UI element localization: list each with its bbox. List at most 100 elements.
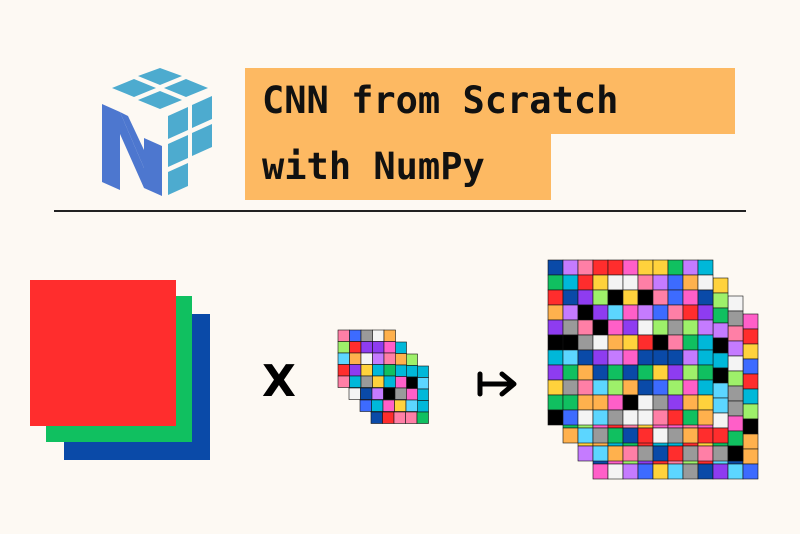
output-cell xyxy=(592,379,609,396)
output-cell xyxy=(742,313,759,330)
filter-cell xyxy=(383,375,396,388)
output-cell xyxy=(637,349,654,366)
output-cell xyxy=(652,289,669,306)
output-cell xyxy=(652,409,669,426)
output-cell xyxy=(592,394,609,411)
output-cell xyxy=(682,259,699,276)
output-cell xyxy=(652,259,669,276)
input-channel-red xyxy=(30,280,176,426)
output-cell xyxy=(697,463,714,480)
output-cell xyxy=(667,349,684,366)
output-cell xyxy=(637,427,654,444)
output-cell xyxy=(682,319,699,336)
output-cell xyxy=(667,319,684,336)
filter-cell xyxy=(394,387,407,400)
output-cell xyxy=(607,319,624,336)
output-cell xyxy=(682,427,699,444)
output-cell xyxy=(622,445,639,462)
output-cell xyxy=(652,427,669,444)
output-cell xyxy=(547,409,564,426)
output-cell xyxy=(562,349,579,366)
output-cell xyxy=(652,463,669,480)
output-cell xyxy=(547,394,564,411)
output-cell xyxy=(667,259,684,276)
output-cell xyxy=(607,445,624,462)
output-cell xyxy=(727,430,744,447)
output-cell xyxy=(592,409,609,426)
output-cell xyxy=(622,394,639,411)
output-cell xyxy=(592,259,609,276)
page-title: CNN from Scratch xyxy=(262,79,619,122)
output-cell xyxy=(592,274,609,291)
output-cell xyxy=(577,319,594,336)
output-cell xyxy=(667,289,684,306)
output-cell xyxy=(577,334,594,351)
output-cell xyxy=(592,304,609,321)
output-cell xyxy=(607,334,624,351)
output-cell xyxy=(667,445,684,462)
output-cell xyxy=(562,319,579,336)
output-cell xyxy=(712,463,729,480)
output-cell xyxy=(637,319,654,336)
output-cell xyxy=(712,412,729,429)
output-cell xyxy=(712,337,729,354)
output-cell xyxy=(727,325,744,342)
output-cell xyxy=(682,409,699,426)
output-cell xyxy=(577,304,594,321)
output-cell xyxy=(652,379,669,396)
output-cell xyxy=(712,307,729,324)
output-cell xyxy=(682,334,699,351)
output-cell xyxy=(697,334,714,351)
output-cell xyxy=(697,274,714,291)
output-cell xyxy=(577,379,594,396)
output-cell xyxy=(742,388,759,405)
output-cell xyxy=(727,385,744,402)
maps-to-arrow-icon xyxy=(477,371,517,397)
output-cell xyxy=(637,259,654,276)
output-cell xyxy=(592,319,609,336)
output-cell xyxy=(622,379,639,396)
output-cell xyxy=(607,274,624,291)
page-subtitle: with NumPy xyxy=(262,145,485,188)
output-cell xyxy=(712,322,729,339)
output-cell xyxy=(652,304,669,321)
output-cell xyxy=(577,427,594,444)
output-cell xyxy=(607,289,624,306)
output-cell xyxy=(547,364,564,381)
output-cell xyxy=(667,463,684,480)
output-cell xyxy=(562,394,579,411)
output-cell xyxy=(637,304,654,321)
filter-layer xyxy=(337,329,396,388)
output-cell xyxy=(637,364,654,381)
output-cell xyxy=(607,364,624,381)
output-cell xyxy=(652,334,669,351)
output-cell xyxy=(667,334,684,351)
output-cell xyxy=(742,448,759,465)
output-cell xyxy=(697,379,714,396)
output-cell xyxy=(697,259,714,276)
output-cell xyxy=(682,445,699,462)
output-cell xyxy=(622,427,639,444)
filter-cell xyxy=(405,399,418,412)
output-cell xyxy=(712,352,729,369)
output-cell xyxy=(742,403,759,420)
output-cell xyxy=(637,394,654,411)
output-cell xyxy=(742,343,759,360)
output-cell xyxy=(547,289,564,306)
output-cell xyxy=(652,274,669,291)
output-cell xyxy=(592,289,609,306)
output-cell xyxy=(577,259,594,276)
output-cell xyxy=(697,394,714,411)
output-cell xyxy=(607,259,624,276)
output-cell xyxy=(637,274,654,291)
output-cell xyxy=(607,427,624,444)
output-cell xyxy=(742,418,759,435)
output-cell xyxy=(622,463,639,480)
output-cell xyxy=(622,319,639,336)
output-cell xyxy=(637,463,654,480)
output-cell xyxy=(682,394,699,411)
output-cell xyxy=(577,274,594,291)
output-cell xyxy=(652,364,669,381)
output-cell xyxy=(562,364,579,381)
